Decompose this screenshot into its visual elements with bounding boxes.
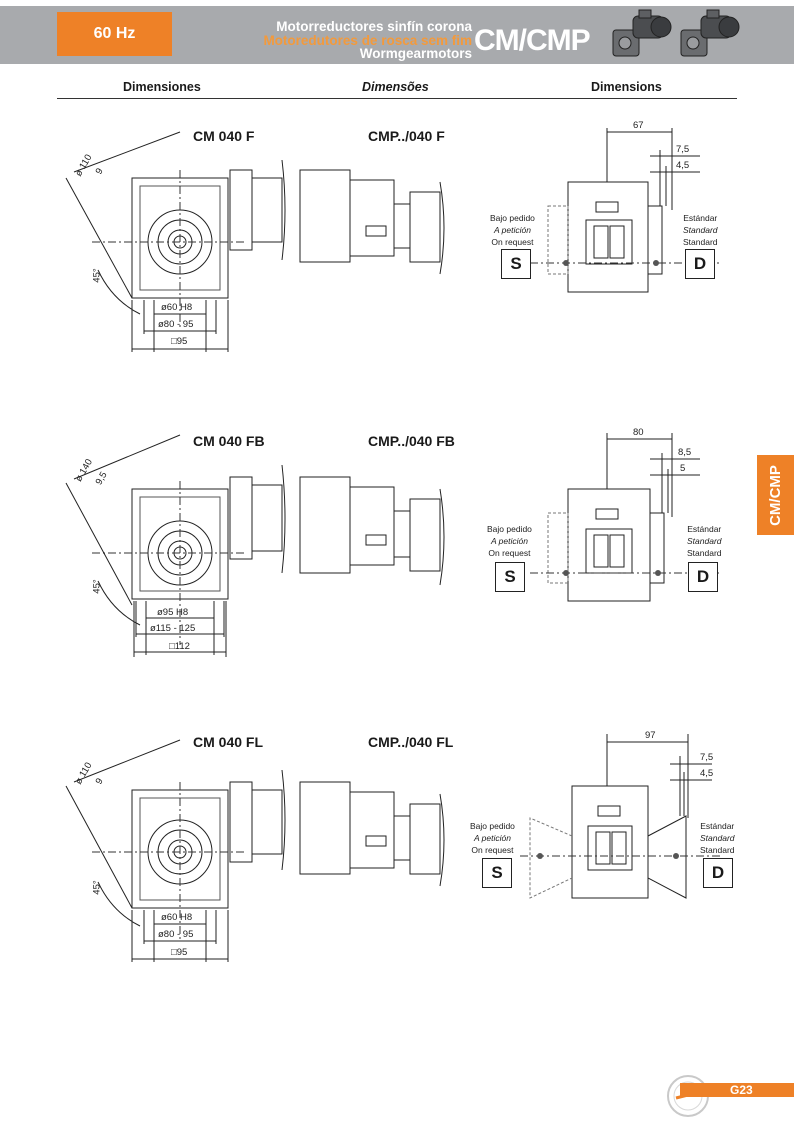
dim-b: 4,5 <box>676 160 690 171</box>
dim-b: 5 <box>680 463 686 474</box>
technical-drawing <box>65 128 720 352</box>
left-note: Bajo pedido A petición On request <box>470 821 515 855</box>
column-headings: Dimensiones Dimensões Dimensions <box>57 78 737 99</box>
dim-top: 97 <box>645 730 656 741</box>
dim-square: □95 <box>171 336 188 347</box>
model-cm-label: CM 040 FB <box>193 433 265 449</box>
right-note: Estándar Standard Standard <box>700 821 735 855</box>
dim-angle: 45° <box>91 880 103 895</box>
left-note: Bajo pedido A petición On request <box>490 213 535 247</box>
dim-bore: ø95 H8 <box>157 607 189 618</box>
frequency-badge: 60 Hz <box>57 12 172 56</box>
right-box: D <box>703 858 733 888</box>
left-box: S <box>501 249 531 279</box>
gearmotor-2 <box>680 9 740 57</box>
left-box: S <box>482 858 512 888</box>
header-titles: Motorreductores sinfín corona Motoreduto… <box>190 20 472 61</box>
dim-bore: ø60 H8 <box>161 912 193 923</box>
heading-spanish: Dimensiones <box>123 80 201 94</box>
left-box: S <box>495 562 525 592</box>
model-cmp-label: CMP../040 FB <box>368 433 455 449</box>
heading-portuguese: Dimensões <box>362 80 429 94</box>
dim-top: 67 <box>633 120 644 131</box>
series-name: CM/CMP <box>474 24 591 57</box>
dim-range: ø80 - 95 <box>158 319 194 330</box>
dim-b: 4,5 <box>700 768 714 779</box>
gearmotor-1 <box>612 9 672 57</box>
right-note: Estándar Standard Standard <box>687 524 722 558</box>
title-spanish: Motorreductores sinfín corona <box>276 19 472 34</box>
model-cmp-label: CMP../040 F <box>368 128 445 144</box>
gearmotor-illustration <box>612 9 740 57</box>
page-number: G23 <box>730 1083 753 1097</box>
dim-a: 7,5 <box>676 144 690 155</box>
heading-english: Dimensions <box>591 80 662 94</box>
title-english: Wormgearmotors <box>359 46 472 61</box>
model-cm-label: CM 040 F <box>193 128 255 144</box>
dim-angle: 45° <box>91 268 103 283</box>
dim-top: 80 <box>633 427 644 438</box>
title-portuguese: Motoredutores de rosca sem fim <box>263 32 472 48</box>
dim-square: □95 <box>171 947 188 958</box>
technical-drawing <box>65 433 720 657</box>
section-fl: CM 040 FL CMP../040 FL <box>0 726 794 986</box>
dim-square: □112 <box>169 641 190 652</box>
dim-range: ø115 - 125 <box>150 623 196 634</box>
right-box: D <box>688 562 718 592</box>
dim-a: 7,5 <box>700 752 714 763</box>
right-note: Estándar Standard Standard <box>683 213 718 247</box>
footer-bar: G23 <box>680 1083 794 1097</box>
model-cm-label: CM 040 FL <box>193 734 264 750</box>
dim-angle: 45° <box>91 579 103 594</box>
side-tab: CM/CMP <box>757 455 794 535</box>
section-fb: CM 040 FB CMP../040 FB <box>0 425 794 685</box>
right-box: D <box>685 249 715 279</box>
dim-range: ø80 - 95 <box>158 929 194 940</box>
dim-a: 8,5 <box>678 447 692 458</box>
technical-drawing <box>65 734 720 962</box>
dim-bore: ø60 H8 <box>161 302 193 313</box>
left-note: Bajo pedido A petición On request <box>487 524 532 558</box>
model-cmp-label: CMP../040 FL <box>368 734 454 750</box>
section-f: CM 040 F CMP../040 F <box>0 120 794 380</box>
page-header: 60 Hz Motorreductores sinfín corona Moto… <box>0 0 794 70</box>
